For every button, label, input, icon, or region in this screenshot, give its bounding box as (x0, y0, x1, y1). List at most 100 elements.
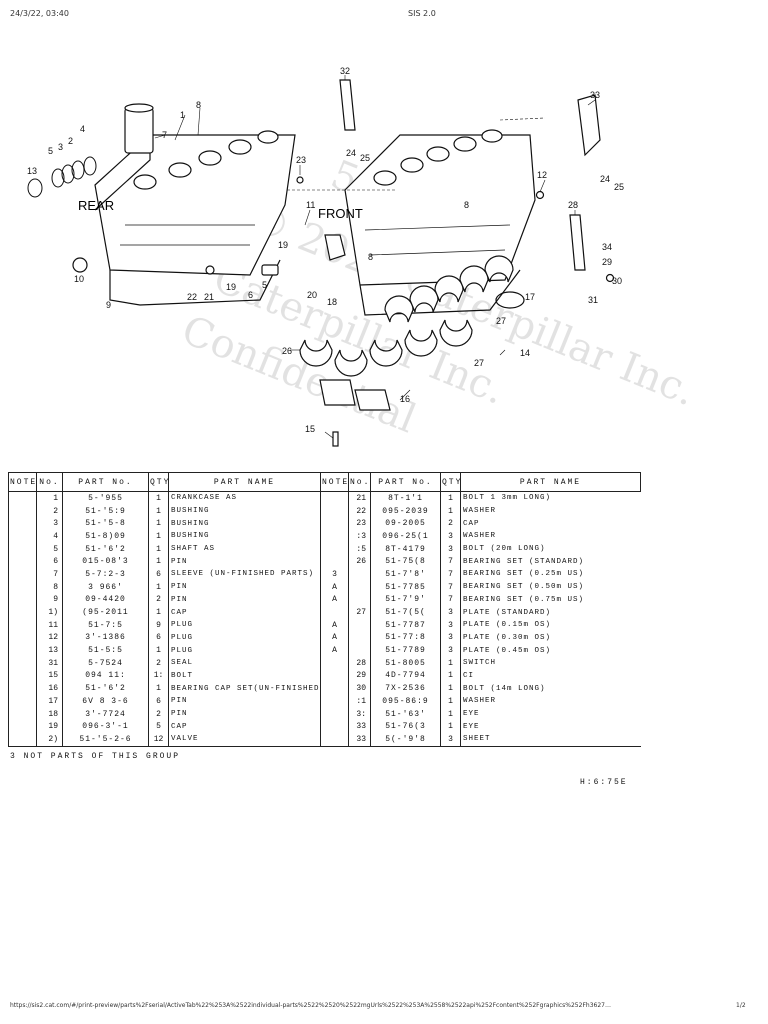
right-nm-cell: EYE (460, 707, 641, 721)
col-no: No. (348, 472, 371, 492)
right-note-cell (320, 682, 349, 695)
callout: 28 (568, 200, 578, 210)
rear-label: REAR (78, 198, 114, 213)
right-qty-cell: 3 (440, 644, 461, 657)
right-pn-cell: 7X-2536 (370, 682, 441, 695)
left-pn-cell: 3 966' (62, 580, 149, 594)
left-no-cell: 31 (36, 656, 63, 670)
footer-url: https://sis2.cat.com/#/print-preview/par… (10, 1002, 611, 1009)
callout: 10 (74, 274, 84, 284)
engine-block-rear (72, 103, 304, 306)
left-nm-cell: PIN (168, 695, 321, 708)
right-pn-cell: 51-77:8 (370, 631, 441, 645)
left-no-cell: 13 (36, 644, 63, 657)
callout: 17 (525, 292, 535, 302)
left-qty-cell: 1 (148, 542, 169, 556)
right-nm-cell: WASHER (460, 695, 641, 708)
callout: 22 (187, 292, 197, 302)
right-note-cell (320, 707, 349, 721)
right-qty-cell: 1 (440, 504, 461, 518)
right-note-cell (320, 530, 349, 543)
callout: 21 (204, 292, 214, 302)
left-pn-cell: 51-'6'2 (62, 542, 149, 556)
left-no-cell: 2 (36, 504, 63, 518)
callout: 11 (306, 200, 315, 210)
left-no-cell: 2) (36, 733, 63, 747)
left-pn-cell: 51-'5-8 (62, 517, 149, 531)
right-nm-cell: CI (460, 669, 641, 683)
right-qty-cell: 3 (440, 530, 461, 543)
callout: 25 (614, 182, 624, 192)
right-nm-cell: EYE (460, 720, 641, 734)
left-no-cell: 18 (36, 707, 63, 721)
right-nm-cell: BEARING SET (STANDARD) (460, 555, 641, 569)
left-no-cell: 1) (36, 606, 63, 619)
right-qty-cell: 7 (440, 568, 461, 581)
left-no-cell: 16 (36, 682, 63, 695)
table-header-row: NOTE No. PART No. QTY PART NAME NOTE No.… (8, 472, 641, 492)
right-note-cell (320, 504, 349, 518)
right-no-cell: :3 (348, 530, 371, 543)
right-note-cell (320, 517, 349, 531)
left-nm-cell: CAP (168, 720, 321, 734)
right-qty-cell: 3 (440, 618, 461, 632)
left-no-cell: 1 (36, 491, 63, 505)
right-no-cell (348, 618, 371, 632)
left-no-cell: 8 (36, 580, 63, 594)
left-note-cell (8, 707, 37, 721)
left-qty-cell: 1 (148, 580, 169, 594)
left-note-cell (8, 733, 37, 747)
left-no-cell: 3 (36, 517, 63, 531)
right-no-cell: 33 (348, 720, 371, 734)
callout: 8 (464, 200, 469, 210)
col-note: NOTE (8, 472, 37, 492)
right-no-cell: :5 (348, 542, 371, 556)
callout: 24 (346, 148, 356, 158)
left-note-cell (8, 669, 37, 683)
right-nm-cell: WASHER (460, 530, 641, 543)
right-no-cell: 23 (348, 517, 371, 531)
right-no-cell (348, 580, 371, 594)
callout: 4 (80, 124, 85, 134)
left-pn-cell: 51-7:5 (62, 618, 149, 632)
left-pn-cell: 51-'5-2-6 (62, 733, 149, 747)
right-note-cell (320, 720, 349, 734)
left-pn-cell: 3'-7724 (62, 707, 149, 721)
right-pn-cell: 51-7789 (370, 644, 441, 657)
left-nm-cell: PIN (168, 580, 321, 594)
right-pn-cell: 095-86:9 (370, 695, 441, 708)
right-qty-cell: 3 (440, 631, 461, 645)
right-no-cell: 22 (348, 504, 371, 518)
left-no-cell: 12 (36, 631, 63, 645)
right-note-cell (320, 669, 349, 683)
right-nm-cell: SHEET (460, 733, 641, 747)
callout: 27 (474, 358, 484, 368)
left-qty-cell: 6 (148, 568, 169, 581)
left-no-cell: 11 (36, 618, 63, 632)
right-qty-cell: 1 (440, 656, 461, 670)
right-qty-cell: 1 (440, 720, 461, 734)
left-qty-cell: 1 (148, 504, 169, 518)
callout: 19 (278, 240, 288, 250)
left-pn-cell: (95-2011 (62, 606, 149, 619)
callout: 32 (340, 66, 350, 76)
right-no-cell: 3: (348, 707, 371, 721)
left-note-cell (8, 580, 37, 594)
right-note-cell (320, 542, 349, 556)
left-nm-cell: SLEEVE (UN-FINISHED PARTS) (168, 568, 321, 581)
right-note-cell (320, 606, 349, 619)
right-pn-cell: 51-7787 (370, 618, 441, 632)
col-part-name: PART NAME (168, 472, 321, 492)
col-qty: QTY (440, 472, 461, 492)
right-pn-cell: 8T-1'1 (370, 491, 441, 505)
left-nm-cell: BUSHING (168, 530, 321, 543)
right-nm-cell: BOLT (20m LONG) (460, 542, 641, 556)
print-datetime: 24/3/22, 03:40 (10, 9, 69, 18)
right-nm-cell: PLATE (0.30m OS) (460, 631, 641, 645)
right-no-cell: 30 (348, 682, 371, 695)
